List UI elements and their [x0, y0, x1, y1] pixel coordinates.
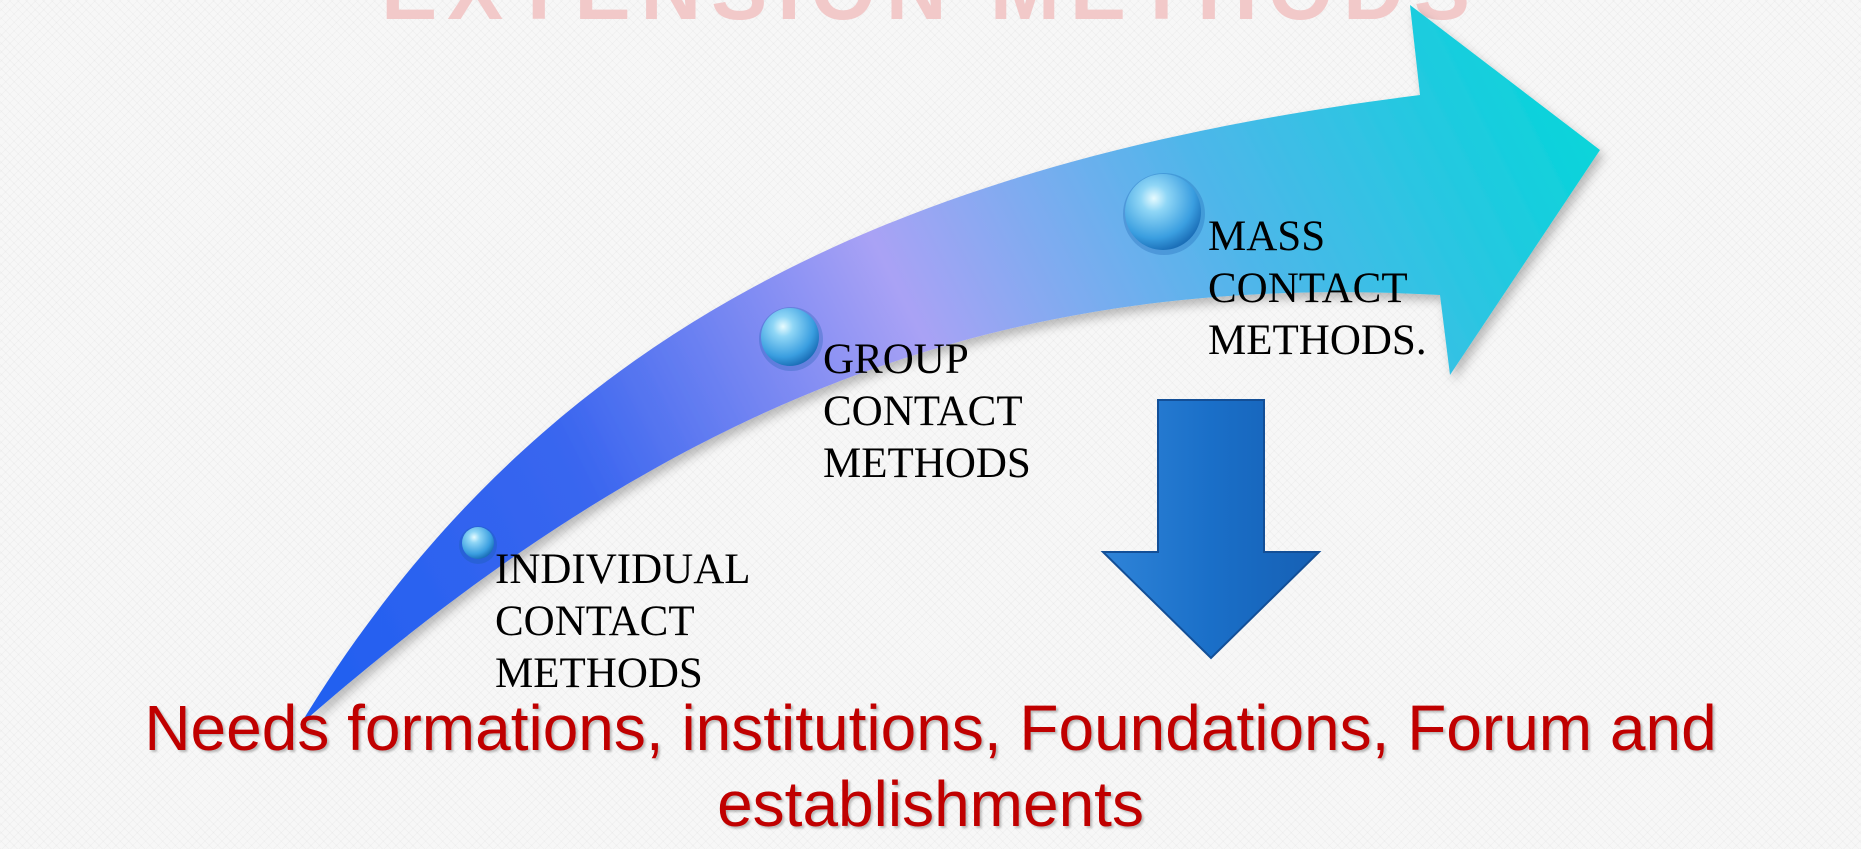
stage-label-line: INDIVIDUAL: [495, 546, 751, 593]
caption-line-2: establishments: [717, 768, 1144, 840]
stage-label-individual: INDIVIDUAL CONTACT METHODS: [495, 544, 751, 700]
caption-line-1: Needs formations, institutions, Foundati…: [144, 692, 1717, 764]
stage-marker-mass: [1123, 173, 1205, 255]
stage-marker-individual: [459, 526, 497, 564]
stage-label-group: GROUP CONTACT METHODS: [823, 334, 1031, 490]
down-arrow: [1100, 399, 1322, 660]
stage-label-line: CONTACT: [1208, 265, 1408, 312]
stage-label-mass: MASS CONTACT METHODS.: [1208, 211, 1427, 367]
stage-label-line: GROUP: [823, 336, 969, 383]
stage-label-line: METHODS: [495, 650, 703, 697]
stage-label-line: METHODS: [823, 440, 1031, 487]
caption: Needs formations, institutions, Foundati…: [0, 690, 1861, 842]
stage-label-line: CONTACT: [495, 598, 695, 645]
stage-label-line: CONTACT: [823, 388, 1023, 435]
progression-arrow: [300, 5, 1600, 725]
stage-marker-group: [759, 307, 823, 371]
slide-title: EXTENSION METHODS: [0, 0, 1861, 32]
stage-label-line: METHODS.: [1208, 317, 1427, 364]
stage-label-line: MASS: [1208, 213, 1326, 260]
